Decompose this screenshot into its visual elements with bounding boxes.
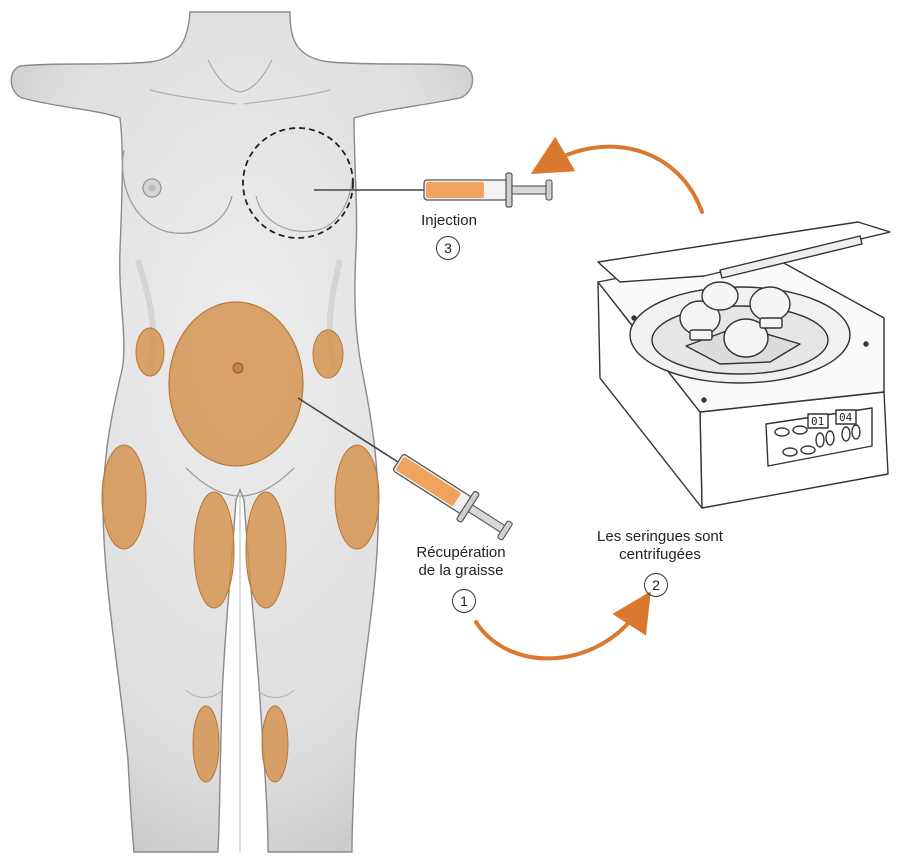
display-box-left bbox=[807, 413, 829, 429]
control-knob-3 bbox=[841, 426, 851, 442]
label-harvest: Récupération de la graisse bbox=[396, 544, 526, 580]
breast-right bbox=[255, 179, 353, 232]
control-knob-4 bbox=[851, 424, 861, 440]
harvest-syringe-plunger bbox=[467, 504, 508, 535]
screw-2 bbox=[863, 341, 869, 347]
screw-3 bbox=[701, 397, 707, 403]
injection-syringe-plunger bbox=[511, 185, 549, 195]
zone-inner-thigh-left bbox=[193, 491, 235, 609]
label-harvest-line1: Récupération bbox=[416, 544, 506, 561]
centrifuge-lid-handle bbox=[719, 235, 863, 279]
zone-hip-left bbox=[101, 444, 147, 550]
screw-1 bbox=[631, 315, 637, 321]
label-centrifuge-line1: Les seringues sont bbox=[597, 528, 723, 545]
zone-abdomen bbox=[168, 301, 304, 467]
harvest-syringe-thumb bbox=[497, 520, 513, 541]
control-button-1 bbox=[774, 427, 790, 437]
zone-flank-left bbox=[135, 327, 165, 377]
navel bbox=[232, 362, 244, 374]
injection-syringe bbox=[314, 172, 553, 208]
arrow-harvest-to-centrifuge bbox=[474, 591, 651, 661]
collarbone-right bbox=[243, 89, 331, 105]
display-box-right bbox=[835, 409, 857, 425]
step-number-2: 2 bbox=[644, 573, 668, 597]
label-injection: Injection bbox=[404, 212, 494, 230]
breast-left bbox=[121, 149, 233, 234]
control-knob-2 bbox=[825, 430, 835, 446]
knee-right bbox=[257, 689, 295, 699]
label-harvest-line2: de la graisse bbox=[418, 562, 504, 579]
zone-knee-left bbox=[192, 705, 220, 783]
harvest-syringe bbox=[297, 397, 513, 541]
injection-syringe-thumb bbox=[545, 179, 553, 201]
injection-target-circle bbox=[242, 127, 354, 239]
label-injection-text: Injection bbox=[421, 212, 477, 229]
control-knob-1 bbox=[815, 432, 825, 448]
zone-knee-right bbox=[261, 705, 289, 783]
zone-flank-right bbox=[312, 329, 344, 379]
control-button-4 bbox=[800, 445, 816, 455]
injection-syringe-fat bbox=[426, 182, 484, 198]
display-right-text: 04 bbox=[839, 411, 853, 424]
harvest-needle bbox=[297, 397, 399, 463]
zone-hip-right bbox=[334, 444, 380, 550]
harvest-syringe-fat bbox=[396, 457, 461, 506]
collarbone-left bbox=[149, 89, 237, 105]
fat-harvest-zones bbox=[101, 301, 380, 783]
step-number-3: 3 bbox=[436, 236, 460, 260]
control-button-3 bbox=[782, 447, 798, 457]
label-centrifuge-line2: centrifugées bbox=[619, 546, 701, 563]
step-number-1: 1 bbox=[452, 589, 476, 613]
areola-left-center bbox=[148, 184, 156, 192]
centrifuge-buckets bbox=[679, 281, 791, 358]
centrifuge-device bbox=[597, 221, 891, 509]
neck-line bbox=[207, 59, 273, 93]
label-centrifuge: Les seringues sont centrifugées bbox=[580, 528, 740, 564]
control-button-2 bbox=[792, 425, 808, 435]
injection-syringe-flange bbox=[505, 172, 513, 208]
display-left-text: 01 bbox=[811, 415, 824, 428]
knee-left bbox=[185, 689, 223, 699]
arrow-centrifuge-to-injection bbox=[530, 136, 704, 214]
zone-inner-thigh-right bbox=[245, 491, 287, 609]
